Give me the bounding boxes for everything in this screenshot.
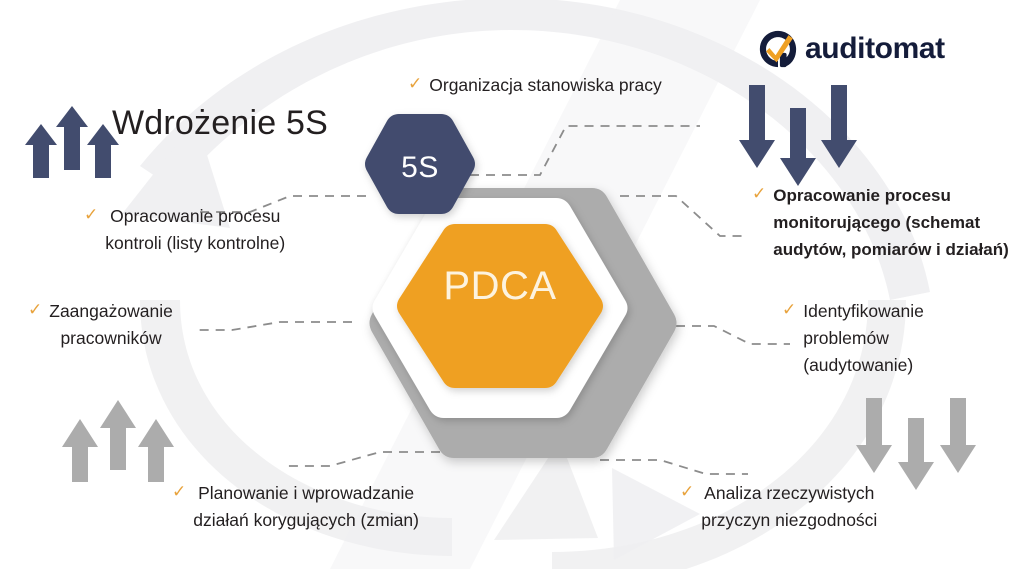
connector-analiza [600, 459, 748, 475]
connector-zaangazowanie [196, 321, 352, 331]
item-label: Zaangażowanie pracowników [49, 301, 173, 348]
item-label: Organizacja stanowiska pracy [429, 75, 662, 95]
item-zaangazowanie-pracownikow: ✓ Zaangażowanie pracowników [28, 298, 173, 352]
item-label: Identyfikowanie problemów (audytowanie) [803, 301, 924, 375]
item-opracowanie-procesu-monitorujacego: ✓ Opracowanie procesu monitorującego (sc… [752, 182, 1009, 263]
arrows-top-right-down [739, 85, 857, 186]
q-check-logo-icon [759, 30, 797, 68]
check-icon: ✓ [752, 184, 767, 203]
check-icon: ✓ [172, 482, 187, 501]
connector-organizacja [470, 125, 700, 176]
connector-kontroli [196, 195, 366, 213]
hexagon-pdca-orange [397, 224, 603, 388]
item-organizacja-stanowiska-pracy: ✓ Organizacja stanowiska pracy [408, 72, 662, 99]
item-identyfikowanie-problemow: ✓ Identyfikowanie problemów (audytowanie… [782, 298, 924, 379]
item-planowanie-i-wprowadzanie: ✓ Planowanie i wprowadzanie działań kory… [172, 480, 419, 534]
check-icon: ✓ [28, 300, 43, 319]
item-label: Opracowanie procesu kontroli (listy kont… [105, 206, 286, 253]
check-icon: ✓ [408, 74, 423, 93]
item-label: Planowanie i wprowadzanie działań korygu… [193, 483, 419, 530]
item-opracowanie-procesu-kontroli: ✓ Opracowanie procesu kontroli (listy ko… [84, 203, 285, 257]
item-analiza-rzeczywistych-przyczyn: ✓ Analiza rzeczywistych przyczyn niezgod… [680, 480, 877, 534]
arrows-bottom-right-down [856, 398, 976, 490]
item-label: Opracowanie procesu monitorującego (sche… [773, 186, 1009, 259]
arrows-bottom-left-up [62, 400, 174, 482]
connector-planowanie [282, 451, 440, 467]
brand-name: auditomat [805, 32, 945, 65]
page-title: Wdrożenie 5S [112, 104, 328, 142]
check-icon: ✓ [84, 205, 99, 224]
item-label: Analiza rzeczywistych przyczyn niezgodno… [701, 483, 878, 530]
connector-monitorujacego [620, 195, 745, 237]
auditomat-logo: auditomat [757, 28, 945, 70]
check-icon: ✓ [680, 482, 695, 501]
check-icon: ✓ [782, 300, 797, 319]
connector-identyfikowanie [660, 325, 790, 345]
arrows-top-left-up [25, 106, 119, 178]
hexagon-5s-navy [365, 114, 475, 214]
